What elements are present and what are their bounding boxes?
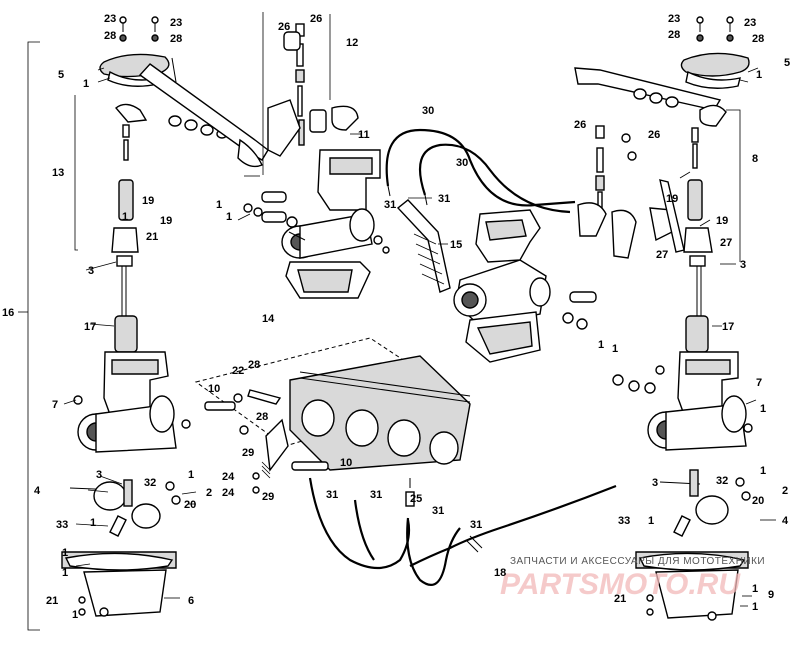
- part-label: 31: [432, 505, 444, 517]
- part-label: 1: [62, 567, 68, 579]
- part-label: 1: [90, 517, 96, 529]
- part-label: 29: [242, 447, 254, 459]
- part-label: 26: [278, 21, 290, 33]
- part-label: 28: [248, 359, 260, 371]
- part-label: 23: [744, 17, 756, 29]
- part-label: 20: [184, 499, 196, 511]
- part-label: 19: [716, 215, 728, 227]
- part-label: 19: [666, 193, 678, 205]
- part-label: 31: [384, 199, 396, 211]
- part-label: 10: [340, 457, 352, 469]
- part-label: 31: [470, 519, 482, 531]
- part-label: 27: [656, 249, 668, 261]
- part-label: 32: [716, 475, 728, 487]
- part-label: 22: [232, 365, 244, 377]
- part-label: 21: [614, 593, 626, 605]
- part-label: 10: [208, 383, 220, 395]
- part-label: 23: [104, 13, 116, 25]
- part-label: 2: [782, 485, 788, 497]
- part-label: 31: [438, 193, 450, 205]
- watermark-brand: PARTSMOTO.RU: [500, 568, 741, 601]
- part-label: 5: [784, 57, 790, 69]
- part-label: 1: [72, 609, 78, 621]
- part-label: 7: [756, 377, 762, 389]
- part-label: 3: [652, 477, 658, 489]
- part-label: 28: [256, 411, 268, 423]
- watermark: ЗАПЧАСТИ И АКСЕССУАРЫ ДЛЯ МОТОТЕХНИКИ PA…: [500, 556, 765, 601]
- part-labels: 23 28 23 28 26 26 12 5 1 13 11 30 30 23 …: [2, 13, 790, 621]
- part-label: 27: [720, 237, 732, 249]
- part-label: 5: [58, 69, 64, 81]
- part-label: 2: [206, 487, 212, 499]
- part-label: 30: [422, 105, 434, 117]
- part-label: 26: [310, 13, 322, 25]
- part-label: 28: [668, 29, 680, 41]
- part-label: 20: [752, 495, 764, 507]
- part-label: 1: [756, 69, 762, 81]
- part-label: 19: [160, 215, 172, 227]
- part-label: 1: [760, 403, 766, 415]
- diagram-artwork: [18, 12, 776, 631]
- part-label: 26: [574, 119, 586, 131]
- part-label: 1: [598, 339, 604, 351]
- watermark-tagline: ЗАПЧАСТИ И АКСЕССУАРЫ ДЛЯ МОТОТЕХНИКИ: [510, 556, 765, 567]
- part-label: 8: [752, 153, 758, 165]
- part-label: 14: [262, 313, 275, 325]
- part-label: 1: [83, 78, 89, 90]
- part-label: 1: [188, 469, 194, 481]
- part-label: 9: [768, 589, 774, 601]
- part-label: 25: [410, 493, 422, 505]
- part-label: 33: [618, 515, 630, 527]
- part-label: 6: [188, 595, 194, 607]
- part-label: 13: [52, 167, 64, 179]
- part-label: 15: [450, 239, 462, 251]
- part-label: 1: [226, 211, 232, 223]
- part-label: 3: [88, 265, 94, 277]
- part-label: 18: [494, 567, 506, 579]
- part-label: 19: [142, 195, 154, 207]
- part-label: 31: [370, 489, 382, 501]
- part-label: 21: [46, 595, 58, 607]
- part-label: 23: [170, 17, 182, 29]
- part-label: 24: [222, 471, 235, 483]
- part-label: 1: [122, 211, 128, 223]
- part-label: 1: [760, 465, 766, 477]
- part-label: 4: [782, 515, 789, 527]
- part-label: 24: [222, 487, 235, 499]
- part-label: 30: [456, 157, 468, 169]
- part-label: 1: [612, 343, 618, 355]
- part-label: 32: [144, 477, 156, 489]
- part-label: 26: [648, 129, 660, 141]
- part-label: 1: [216, 199, 222, 211]
- part-label: 28: [104, 30, 116, 42]
- part-label: 3: [740, 259, 746, 271]
- part-label: 7: [52, 399, 58, 411]
- part-label: 17: [84, 321, 96, 333]
- part-label: 3: [96, 469, 102, 481]
- part-label: 29: [262, 491, 274, 503]
- part-label: 1: [752, 583, 758, 595]
- part-label: 28: [752, 33, 764, 45]
- part-label: 21: [146, 231, 158, 243]
- part-label: 11: [358, 129, 370, 141]
- part-label: 23: [668, 13, 680, 25]
- part-label: 12: [346, 37, 358, 49]
- part-label: 1: [752, 601, 758, 613]
- part-label: 31: [326, 489, 338, 501]
- part-label: 17: [722, 321, 734, 333]
- part-label: 1: [648, 515, 654, 527]
- part-label: 4: [34, 485, 41, 497]
- part-label: 28: [170, 33, 182, 45]
- part-label: 16: [2, 307, 14, 319]
- part-label: 33: [56, 519, 68, 531]
- part-label: 1: [62, 547, 68, 559]
